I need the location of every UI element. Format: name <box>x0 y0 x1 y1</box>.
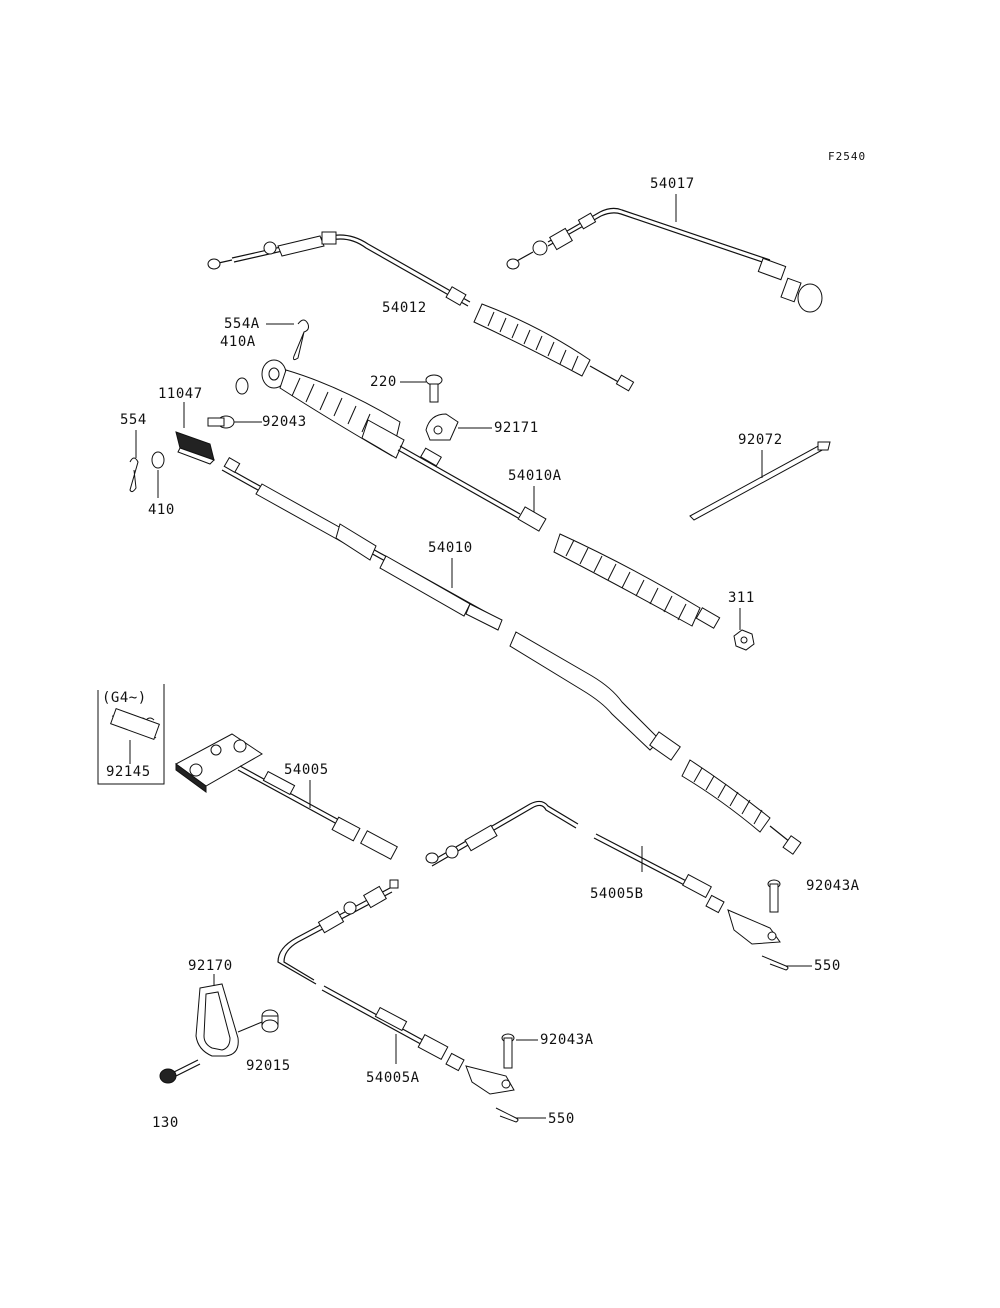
pin-554A <box>293 319 309 361</box>
cable-54010 <box>221 456 802 855</box>
cable-54005B <box>425 800 781 945</box>
label-54010: 54010 <box>428 540 473 556</box>
inset-note: (G4~) <box>102 690 147 706</box>
label-550-1: 550 <box>814 958 841 974</box>
label-54005B: 54005B <box>590 886 644 902</box>
cable-54010A <box>261 359 721 629</box>
washer-410A <box>235 377 249 395</box>
label-54012: 54012 <box>382 300 427 316</box>
label-92015: 92015 <box>246 1058 291 1074</box>
nut-311 <box>733 629 755 651</box>
label-92171: 92171 <box>494 420 539 436</box>
label-92072: 92072 <box>738 432 783 448</box>
label-92043A-1: 92043A <box>806 878 860 894</box>
cable-54012 <box>207 231 635 392</box>
label-130: 130 <box>152 1115 179 1131</box>
bracket-92170 <box>195 983 239 1057</box>
clip-550-1 <box>761 955 789 971</box>
clamp-92171 <box>425 413 459 441</box>
joint-11047 <box>175 431 215 465</box>
label-54010A: 54010A <box>508 468 562 484</box>
inset-part: 92145 <box>106 764 151 780</box>
pin-92043 <box>207 415 235 429</box>
figure-id: F2540 <box>828 150 866 163</box>
label-92170: 92170 <box>188 958 233 974</box>
cable-54005 <box>175 733 398 860</box>
cable-54005A <box>277 879 515 1095</box>
label-11047: 11047 <box>158 386 203 402</box>
label-92043A-2: 92043A <box>540 1032 594 1048</box>
label-54005A: 54005A <box>366 1070 420 1086</box>
pin-554 <box>129 457 139 493</box>
label-550-2: 550 <box>548 1111 575 1127</box>
strap-92072 <box>689 441 831 521</box>
label-54005: 54005 <box>284 762 329 778</box>
label-554A: 554A <box>224 316 260 332</box>
inset-92145: (G4~) 92145 <box>97 684 165 785</box>
label-410: 410 <box>148 502 175 518</box>
washer-410 <box>151 451 165 469</box>
label-554: 554 <box>120 412 147 428</box>
pin-92043A-1 <box>767 879 781 913</box>
pin-92043A-2 <box>501 1033 515 1069</box>
bolt-130 <box>159 1059 201 1084</box>
label-220: 220 <box>370 374 397 390</box>
label-54017: 54017 <box>650 176 695 192</box>
label-410A: 410A <box>220 334 256 350</box>
cable-54017 <box>506 207 823 313</box>
leader-92015 <box>237 1021 263 1033</box>
label-311: 311 <box>728 590 755 606</box>
screw-220 <box>425 374 443 403</box>
collar-92015 <box>261 1009 279 1033</box>
label-92043: 92043 <box>262 414 307 430</box>
clip-550-2 <box>495 1107 519 1123</box>
